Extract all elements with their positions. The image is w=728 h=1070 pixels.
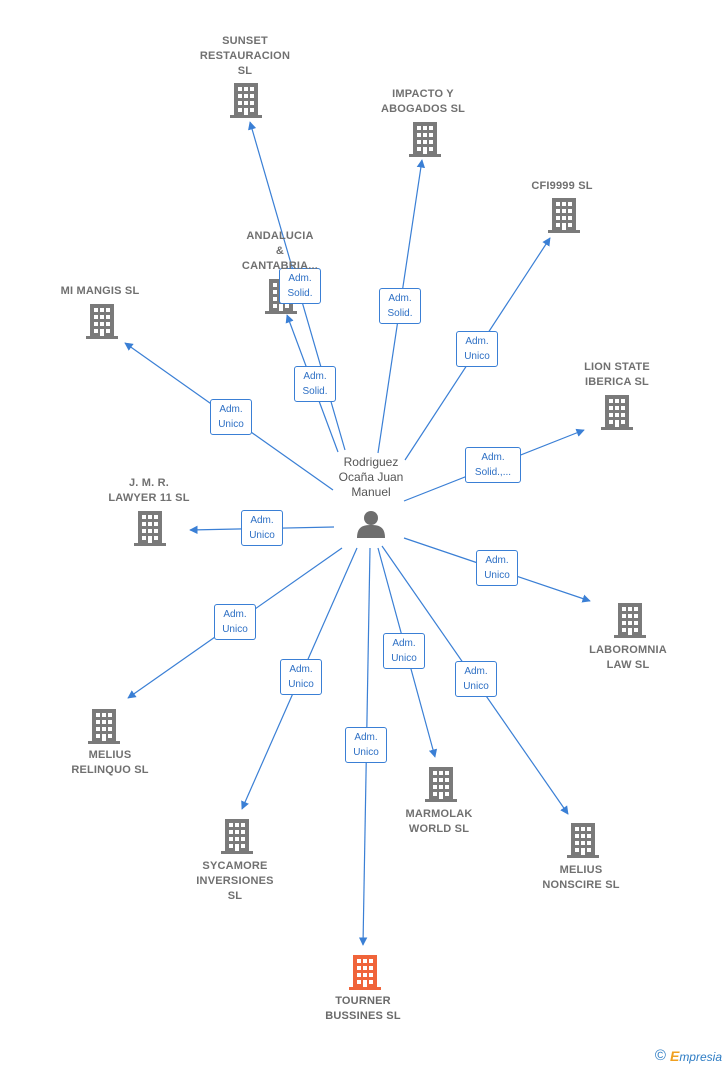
company-label-nonscire[interactable]: MELIUS NONSCIRE SL <box>542 864 620 891</box>
company-label-mimangis[interactable]: MI MANGIS SL <box>60 285 140 297</box>
company-label-marmolak[interactable]: MARMOLAK WORLD SL <box>405 808 473 835</box>
building-icon-cfi[interactable] <box>548 198 580 233</box>
brand-watermark: © Empresia <box>655 1047 722 1064</box>
building-icon-sunset[interactable] <box>230 83 262 118</box>
role-tag-marmolak[interactable]: Adm. Unico <box>383 633 425 669</box>
building-icon-laboromnia[interactable] <box>614 603 646 638</box>
company-label-jmr[interactable]: J. M. R. LAWYER 11 SL <box>108 477 190 504</box>
role-tag-relinquo[interactable]: Adm. Unico <box>214 604 256 640</box>
company-label-laboromnia[interactable]: LABOROMNIA LAW SL <box>589 644 667 671</box>
company-label-andalucia[interactable]: ANDALUCIA & CANTABRIA... <box>241 230 319 272</box>
role-tag-andalucia[interactable]: Adm. Solid. <box>294 366 336 402</box>
company-label-sycamore[interactable]: SYCAMORE INVERSIONES SL <box>196 860 274 902</box>
building-icon-tourner[interactable] <box>349 955 381 990</box>
role-tag-jmr[interactable]: Adm. Unico <box>241 510 283 546</box>
company-label-sunset[interactable]: SUNSET RESTAURACION SL <box>199 35 291 77</box>
role-tag-impacto[interactable]: Adm. Solid. <box>379 288 421 324</box>
role-tag-sunset[interactable]: Adm. Solid. <box>279 268 321 304</box>
building-icon-nonscire[interactable] <box>567 823 599 858</box>
brand-logo: Empresia <box>669 1047 722 1064</box>
company-label-impacto[interactable]: IMPACTO Y ABOGADOS SL <box>380 88 466 115</box>
role-tag-nonscire[interactable]: Adm. Unico <box>455 661 497 697</box>
company-label-tourner[interactable]: TOURNER BUSSINES SL <box>325 995 401 1022</box>
role-tag-cfi[interactable]: Adm. Unico <box>456 331 498 367</box>
role-tag-laboromnia[interactable]: Adm. Unico <box>476 550 518 586</box>
building-icon-jmr[interactable] <box>134 511 166 546</box>
building-icon-sycamore[interactable] <box>221 819 253 854</box>
building-icon-relinquo[interactable] <box>88 709 120 744</box>
building-icon-impacto[interactable] <box>409 122 441 157</box>
person-icon <box>357 511 385 538</box>
building-icon-marmolak[interactable] <box>425 767 457 802</box>
company-label-lionstate[interactable]: LION STATE IBERICA SL <box>584 361 650 388</box>
building-icon-mimangis[interactable] <box>86 304 118 339</box>
copyright-symbol: © <box>654 1047 666 1064</box>
role-tag-tourner[interactable]: Adm. Unico <box>345 727 387 763</box>
role-tag-mimangis[interactable]: Adm. Unico <box>210 399 252 435</box>
role-tag-lionstate[interactable]: Adm. Solid.,... <box>465 447 521 483</box>
company-label-cfi[interactable]: CFI9999 SL <box>531 180 593 192</box>
center-person-name[interactable]: Rodriguez Ocaña Juan Manuel <box>338 455 404 499</box>
building-icon-lionstate[interactable] <box>601 395 633 430</box>
company-label-relinquo[interactable]: MELIUS RELINQUO SL <box>71 749 149 776</box>
role-tag-sycamore[interactable]: Adm. Unico <box>280 659 322 695</box>
